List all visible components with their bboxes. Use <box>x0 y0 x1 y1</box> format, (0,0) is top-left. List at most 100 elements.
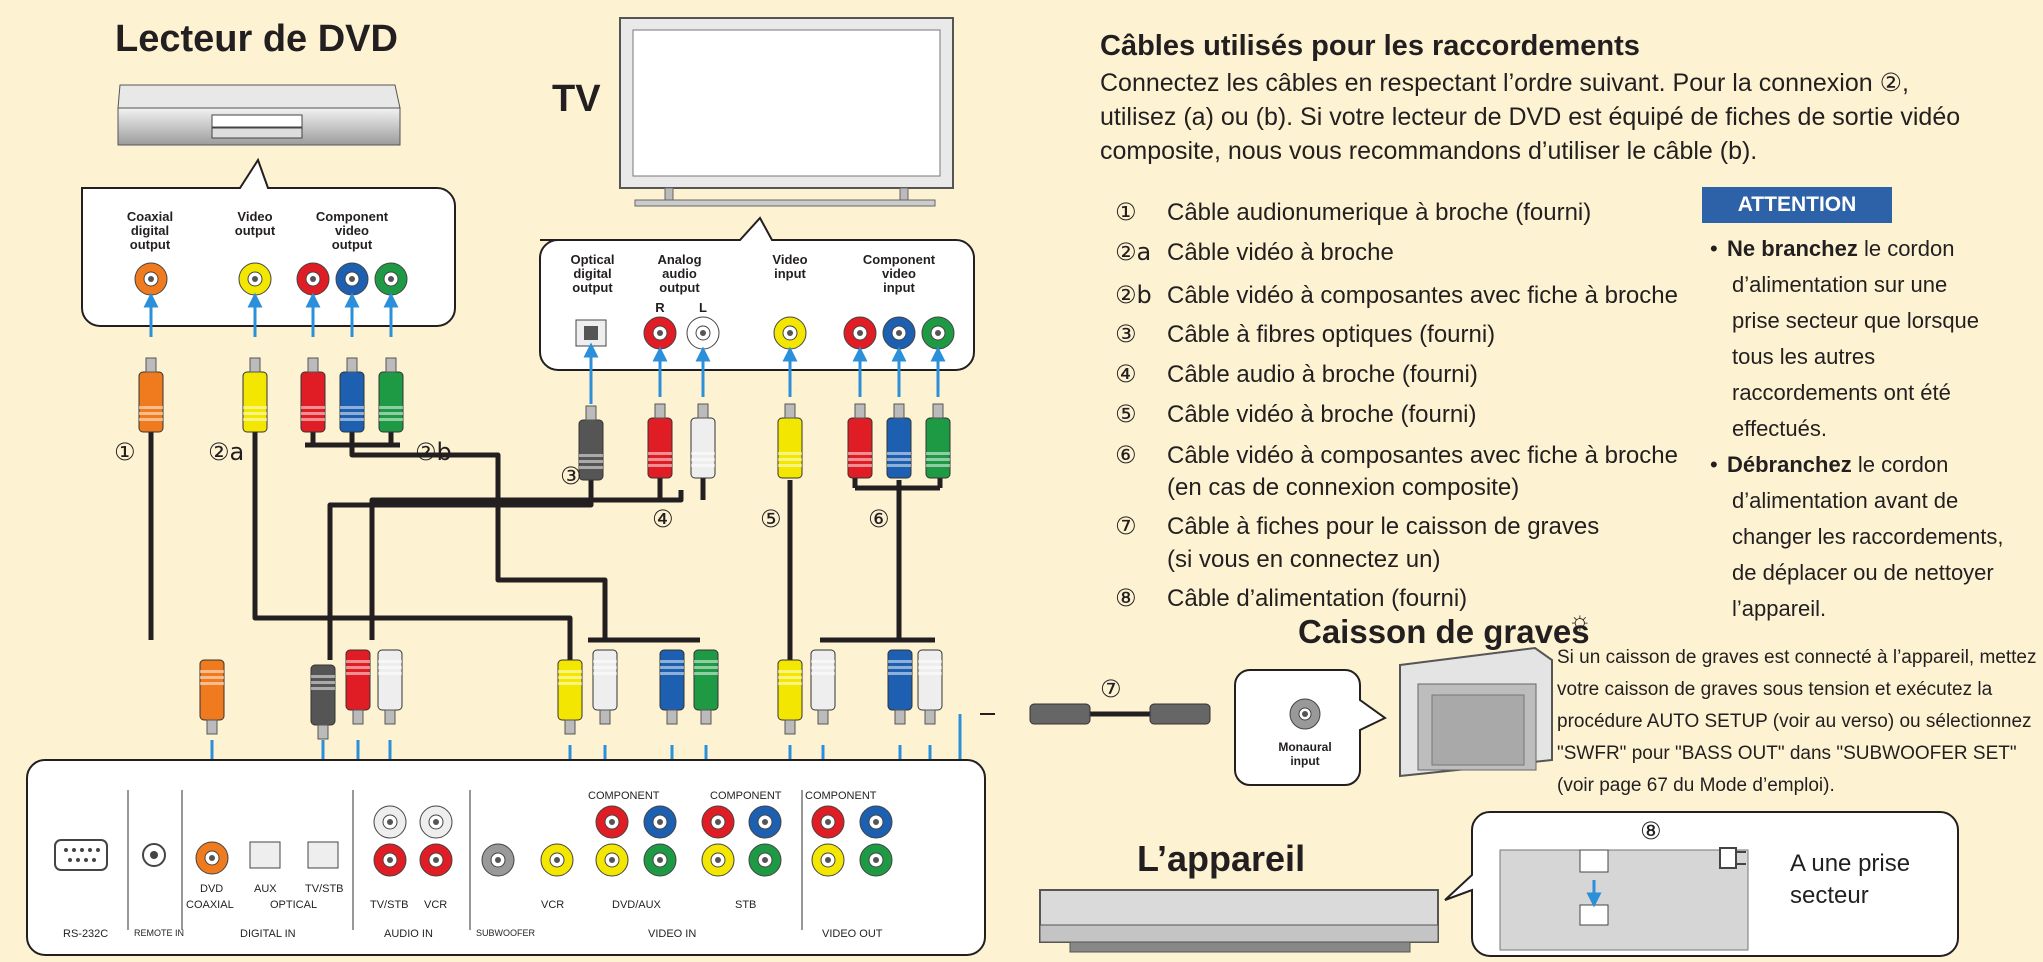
rear-label-tvstb: TV/STB <box>305 883 344 895</box>
marker-cable-7: ⑦ <box>1100 675 1122 703</box>
marker-cable-2b: ②b <box>415 438 452 466</box>
label-tv-l: L <box>699 300 707 315</box>
subwoofer-title: Caisson de graves <box>1298 613 1590 650</box>
cable-2b-bundle <box>305 432 400 448</box>
jack-tv-comp-red <box>843 316 877 350</box>
cable-plug <box>847 403 873 479</box>
rear-label-optical: OPTICAL <box>270 899 318 911</box>
cable-list-item-6-sub: (en cas de connexion composite) <box>1167 474 1520 501</box>
jack-tv-comp-blue <box>882 316 916 350</box>
unit-title: L’appareil <box>1137 838 1306 879</box>
jack-dvd-comp-blue <box>335 262 369 296</box>
jack-tv-audio-r <box>643 316 677 350</box>
cable-plug <box>377 649 403 725</box>
dvd-player-title: Lecteur de DVD <box>115 18 398 60</box>
cable-plug <box>1149 703 1211 725</box>
attention-b1-line4: raccordements ont été <box>1732 380 1951 405</box>
rear-optical-jack <box>307 841 339 869</box>
cable-wires <box>148 432 1720 861</box>
rear-jack <box>419 805 453 839</box>
cable-plug <box>578 405 604 481</box>
rear-label-rs232c: RS-232C <box>63 928 109 940</box>
cable-3-wire <box>327 445 594 660</box>
jack-tv-comp-green <box>921 316 955 350</box>
tv-title: TV <box>552 78 601 120</box>
cable-plug <box>310 664 336 740</box>
rear-jack <box>811 843 845 877</box>
bullet-1: • <box>1710 236 1718 261</box>
cable-plug <box>810 649 836 725</box>
rear-jack <box>811 805 845 839</box>
rear-label-aux: AUX <box>254 883 277 895</box>
rear-jack <box>748 805 782 839</box>
marker-cable-1: ① <box>114 438 136 466</box>
attention-b2-line0: Débranchez le cordon <box>1727 452 1949 477</box>
marker-cable-3: ③ <box>560 462 582 490</box>
rear-label-stb: STB <box>735 899 757 911</box>
rear-jack <box>195 841 229 875</box>
cable-plug <box>339 357 365 433</box>
rear-label-component-3: COMPONENT <box>805 790 877 802</box>
rear-label-remote-in: REMOTE IN <box>134 928 185 938</box>
attention-b2-line3: de déplacer ou de nettoyer <box>1732 560 1994 585</box>
rear-label-coaxial: COAXIAL <box>186 899 234 911</box>
rear-jack <box>859 805 893 839</box>
rear-jack <box>643 805 677 839</box>
rear-jack <box>540 843 574 877</box>
rear-panel-jacks <box>195 805 893 877</box>
rear-label-component-2: COMPONENT <box>710 790 782 802</box>
tv-device <box>619 17 954 207</box>
jack-dvd-comp-green <box>374 262 408 296</box>
rear-jack <box>481 843 515 877</box>
cable-plug <box>647 403 673 479</box>
cable-plug <box>659 649 685 725</box>
attention-b1-line3: tous les autres <box>1732 344 1876 369</box>
marker-cable-2a: ②a <box>208 438 245 466</box>
rear-label-dvdaux: DVD/AUX <box>612 899 661 911</box>
receiver-front <box>1039 889 1439 953</box>
jack-dvd-comp-red <box>296 262 330 296</box>
dvd-player-device <box>117 84 401 146</box>
cable-plugs <box>138 357 1211 740</box>
attention-label: ATTENTION <box>1702 187 1892 223</box>
rear-label-component-1: COMPONENT <box>588 790 660 802</box>
jack-tv-video <box>773 316 807 350</box>
cable-plug <box>199 659 225 735</box>
cable-2a-wire <box>252 432 573 660</box>
cables-heading: Câbles utilisés pour les raccordements <box>1100 30 1640 62</box>
rear-label-video-in: VIDEO IN <box>648 928 697 940</box>
cable-plug <box>345 649 371 725</box>
attention-b1-line0: Ne branchez le cordon <box>1727 236 1955 261</box>
rear-jack <box>419 843 453 877</box>
attention-b1-line1: d’alimentation sur une <box>1732 272 1948 297</box>
cable-plug <box>777 403 803 479</box>
subwoofer-panel <box>1234 669 1387 786</box>
marker-cable-5: ⑤ <box>760 505 782 533</box>
jack-dvd-video <box>238 262 272 296</box>
bullet-2: • <box>1710 452 1718 477</box>
cable-plug <box>1029 703 1091 725</box>
rear-jack <box>595 805 629 839</box>
cable-plug <box>300 357 326 433</box>
label-tv-r: R <box>655 300 665 315</box>
cable-plug <box>242 357 268 433</box>
subwoofer-device <box>1399 646 1553 778</box>
attention-b1-line2: prise secteur que lorsque <box>1732 308 1980 333</box>
rear-jack <box>701 843 735 877</box>
rear-jack <box>748 843 782 877</box>
outlet-label: A une prise secteur <box>1790 850 1911 909</box>
cable-plug <box>138 357 164 433</box>
rear-jack <box>859 843 893 877</box>
cable-plug <box>777 659 803 735</box>
rear-optical-jack <box>249 841 281 869</box>
rear-label-dvd: DVD <box>200 883 224 895</box>
